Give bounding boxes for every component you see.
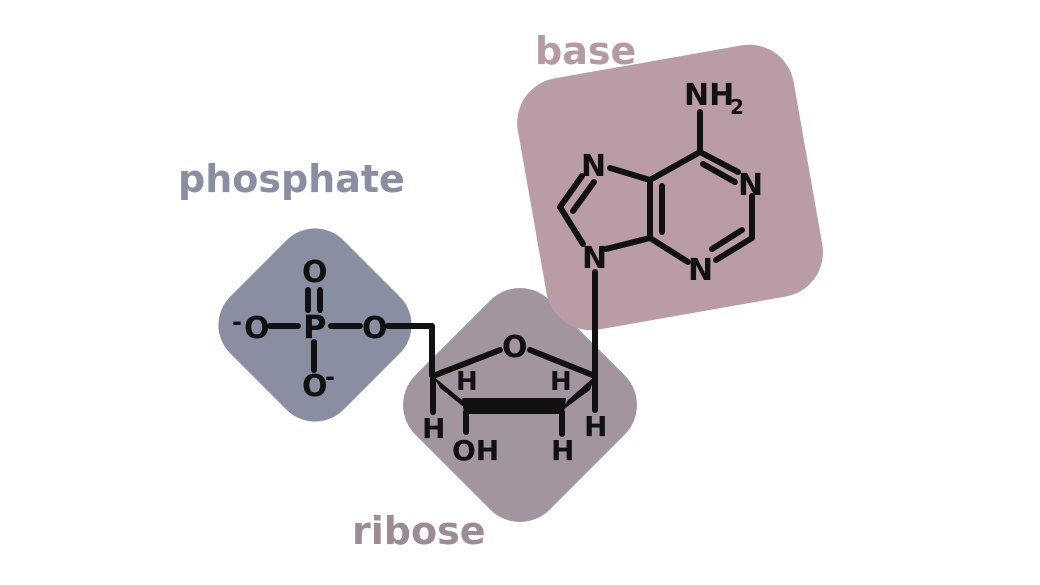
phosphate-box	[218, 228, 412, 422]
n7-atom: N	[581, 149, 606, 184]
oxygen-atom-left: O	[244, 311, 270, 346]
n9-atom: N	[582, 241, 607, 276]
phosphate-label: phosphate	[178, 157, 405, 201]
oxygen-atom-double: O	[302, 255, 328, 290]
charge-left: -	[232, 308, 242, 336]
n3-atom: N	[688, 253, 713, 288]
amine-group: NH	[684, 78, 734, 113]
h-c1-top: H	[550, 367, 572, 397]
h-c4-bottom: H	[422, 412, 445, 445]
base-box	[517, 44, 823, 331]
n1-atom: N	[738, 168, 763, 203]
ring-oxygen: O	[502, 330, 528, 365]
amine-subscript: 2	[730, 95, 744, 119]
h-c2-bottom: H	[551, 434, 574, 467]
base-bonds	[557, 109, 755, 265]
oxygen-atom-bottom: O	[302, 369, 328, 404]
ribose-label: ribose	[352, 509, 485, 553]
h-c4-top: H	[456, 367, 478, 397]
oxygen-atom-bridge: O	[362, 311, 388, 346]
phosphorus-atom: P	[303, 308, 326, 346]
charge-bottom: -	[325, 363, 335, 391]
ribose-bonds	[430, 269, 598, 437]
phosphate-bonds	[267, 287, 435, 378]
h-c1-bottom: H	[584, 410, 607, 443]
base-label: base	[535, 29, 636, 73]
hydroxyl-group: OH	[452, 434, 499, 467]
